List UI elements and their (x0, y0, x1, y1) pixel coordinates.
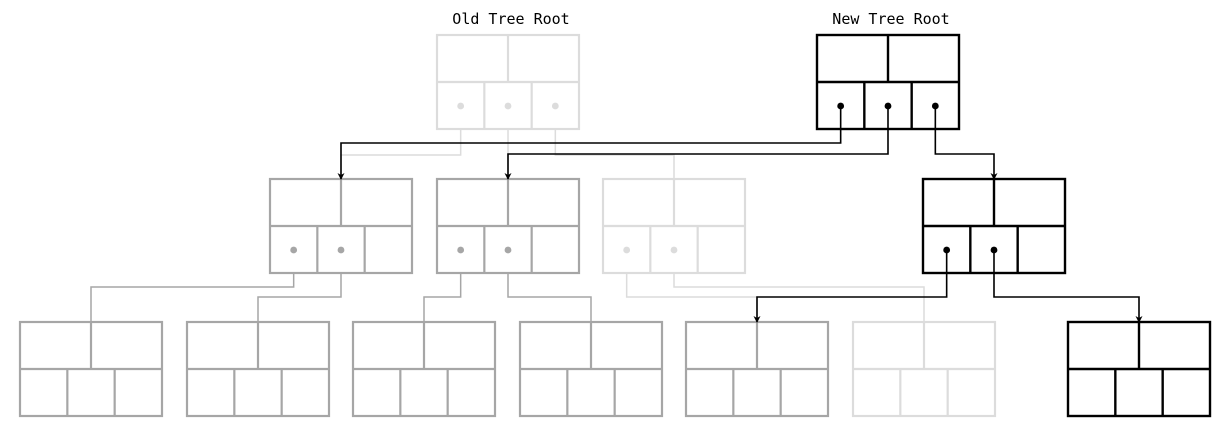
level1-node-1-edge-1 (90, 250, 295, 322)
pointer-dots (290, 102, 998, 254)
new-root-pointer-1 (837, 102, 845, 110)
level1-node-1 (268, 177, 414, 275)
new-root-edge-1 (337, 106, 842, 180)
new-root-pointer-3 (931, 102, 939, 110)
new-root-edge-3 (934, 106, 998, 180)
level2-node-1 (18, 320, 164, 418)
level1-node-4-pointer-2 (990, 246, 998, 254)
level2-node-7 (1066, 320, 1212, 418)
level1-node-3-pointer-2 (670, 246, 678, 254)
level2-node-5 (684, 320, 830, 418)
new-root-edge-2 (504, 106, 889, 180)
level1-node-1-pointer-2 (337, 246, 345, 254)
old-tree-root-label: Old Tree Root (452, 10, 570, 28)
level2-node-3 (351, 320, 497, 418)
level1-node-2-pointer-2 (504, 246, 512, 254)
level1-node-3-pointer-1 (623, 246, 631, 254)
new-version-edges (337, 106, 1143, 323)
level2-node-6 (851, 320, 997, 418)
new-root-pointer-2 (884, 102, 892, 110)
level1-node-2-pointer-1 (457, 246, 465, 254)
new-tree-root-label: New Tree Root (832, 10, 950, 28)
level2-node-4 (518, 320, 664, 418)
level1-node-1-pointer-1 (290, 246, 298, 254)
old-root-pointer-1 (457, 102, 465, 110)
level2-node-2 (185, 320, 331, 418)
level1-node-3 (601, 177, 747, 275)
level1-node-4-edge-2 (993, 250, 1143, 323)
old-root-node (435, 33, 581, 131)
level1-node-2 (435, 177, 581, 275)
old-root-pointer-2 (504, 102, 512, 110)
level1-node-4-edge-1 (753, 250, 948, 323)
tree-nodes (18, 33, 1212, 418)
old-root-pointer-3 (551, 102, 559, 110)
level1-node-4-pointer-1 (943, 246, 951, 254)
old-root-edge-3 (554, 106, 675, 179)
